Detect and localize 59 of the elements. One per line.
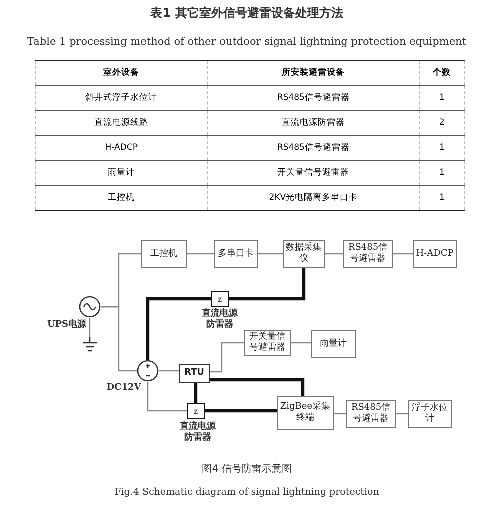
connection-line <box>334 413 346 415</box>
table-cell: RS485信号避雷器 <box>208 136 420 160</box>
table-cell: 斜井式浮子水位计 <box>36 86 208 110</box>
table-cell: 1 <box>420 136 464 160</box>
connection-line <box>291 342 311 344</box>
ground-symbol <box>81 337 99 353</box>
table-cell: 开关量信号避雷器 <box>208 160 420 186</box>
source-symbol <box>137 360 159 382</box>
connection-line <box>194 383 198 403</box>
component-label: DC12V <box>106 383 142 394</box>
connection-line <box>210 342 244 373</box>
table-title: Table 1 processing method of other outdoor signal lightning protection equipment <box>26 36 468 49</box>
table-cell: RS485信号避雷器 <box>208 86 420 110</box>
component-label: UPS电源 <box>46 320 88 331</box>
caption-text: 图4 信号防雷示意图 <box>201 464 293 475</box>
device-box: 多串口卡 <box>214 240 258 268</box>
connection-line <box>89 318 91 337</box>
device-box: 工控机 <box>141 240 187 268</box>
table-cell: 直流电源线路 <box>36 110 208 136</box>
surge-protector-box: z <box>211 291 229 307</box>
connection-line <box>147 382 187 412</box>
table-cell: 1 <box>420 160 464 186</box>
caption-text: Fig.4 Schematic diagram of signal lightning protection <box>114 487 380 498</box>
connection-line <box>210 378 305 396</box>
table-cell: 1 <box>420 86 464 110</box>
component-label: 直流电源防雷器 <box>179 422 217 444</box>
table-cell: 雨量计 <box>36 160 208 186</box>
surge-protector-box: z <box>187 403 205 419</box>
table-cell: 2KV光电隔离多串口卡 <box>208 186 420 210</box>
device-box: RS485信号避雷器 <box>343 240 393 268</box>
device-box: RS485信号避雷器 <box>346 400 396 428</box>
connection-line <box>187 253 214 255</box>
connection-line <box>393 253 413 255</box>
connection-line <box>396 413 408 415</box>
connection-line <box>159 370 179 372</box>
device-box: ZigBee采集终端 <box>277 396 334 430</box>
connection-line <box>258 253 283 255</box>
device-box: 雨量计 <box>311 330 356 358</box>
connection-line <box>101 306 137 372</box>
table-cell: 2 <box>420 110 464 136</box>
connection-line <box>205 409 277 413</box>
device-box: 开关量信号避雷器 <box>244 330 291 356</box>
connection-line <box>146 297 211 360</box>
device-box: 数据采集仪 <box>283 240 325 268</box>
device-box: RTU <box>179 364 210 383</box>
table-cell: H-ADCP <box>36 136 208 160</box>
source-symbol <box>79 296 101 318</box>
header-cell: 所安装避雷设备 <box>208 60 420 86</box>
header-cell: 室外设备 <box>36 60 208 86</box>
table-cell: 直流电源防雷器 <box>208 110 420 136</box>
device-box: H-ADCP <box>413 240 457 268</box>
connection-line <box>229 268 306 301</box>
header-cell: 个数 <box>420 60 464 86</box>
table-title: 表1 其它室外信号避雷设备处理方法 <box>150 8 344 19</box>
table-cell: 工控机 <box>36 186 208 210</box>
connection-line <box>325 253 343 255</box>
component-label: 直流电源防雷器 <box>201 309 239 331</box>
table-cell: 1 <box>420 186 464 210</box>
device-box: 浮子水位计 <box>408 400 452 428</box>
